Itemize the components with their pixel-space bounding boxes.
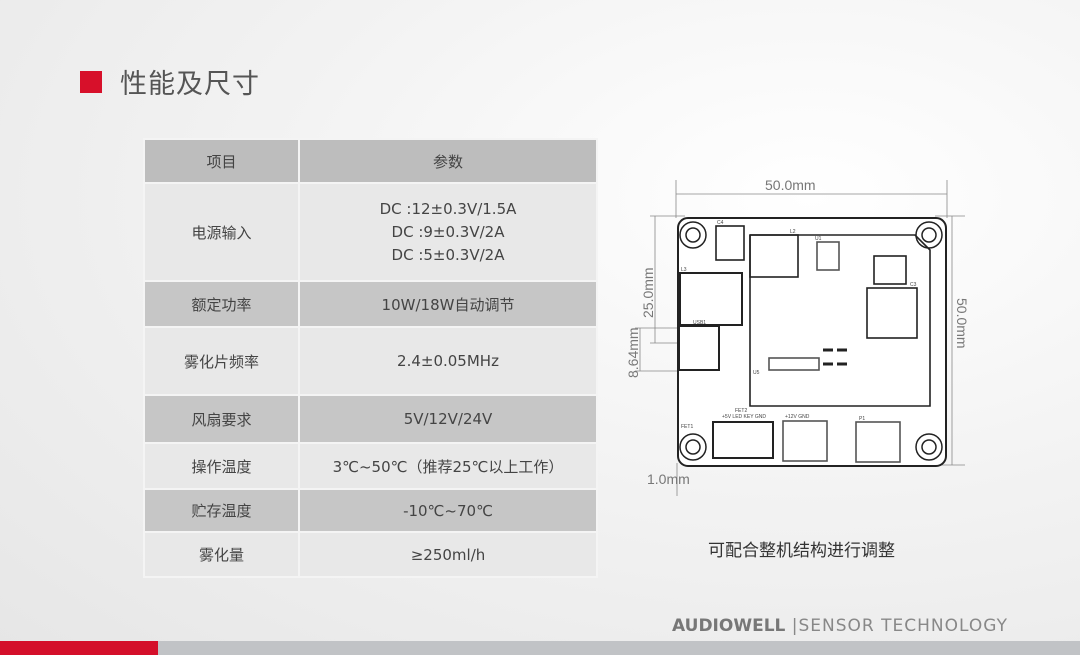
silk-c4: C4 <box>717 220 724 226</box>
value-line: DC :5±0.3V/2A <box>391 245 505 264</box>
silk-fan: +12V GND <box>785 414 810 420</box>
dim-height-label: 50.0mm <box>954 298 970 349</box>
spec-table: 项目 参数 电源输入 DC :12±0.3V/1.5A DC :9±0.3V/2… <box>143 138 598 578</box>
table-row: 雾化量 ≥250ml/h <box>143 531 598 578</box>
slide-title: 性能及尺寸 <box>120 69 260 100</box>
silk-fet1: FET1 <box>681 424 693 430</box>
red-square-bullet-icon <box>80 70 102 93</box>
brand-separator: | <box>791 616 799 636</box>
footer-bar-grey <box>158 641 1080 655</box>
table-row: 电源输入 DC :12±0.3V/1.5A DC :9±0.3V/2A DC :… <box>143 182 598 282</box>
silk-l2: L2 <box>790 229 796 235</box>
silk-u1: U1 <box>815 236 822 242</box>
row-label: 雾化量 <box>143 531 300 578</box>
row-label: 电源输入 <box>143 182 300 282</box>
row-label: 贮存温度 <box>143 488 300 533</box>
silk-l3: L3 <box>681 267 687 273</box>
value-line: DC :12±0.3V/1.5A <box>379 199 517 218</box>
row-value: 3℃~50℃（推荐25℃以上工作） <box>298 442 598 490</box>
dim-edge-label: 1.0mm <box>647 471 690 487</box>
row-label: 额定功率 <box>143 280 300 328</box>
pcb-dimension-drawing: 50.0mm 50.0mm 25.0mm 8.64mm 1.0mm C4 L2 … <box>625 178 970 496</box>
drawing-caption: 可配合整机结构进行调整 <box>708 541 895 561</box>
footer-bar-red <box>0 641 158 655</box>
row-value: 5V/12V/24V <box>298 394 598 444</box>
row-label: 操作温度 <box>143 442 300 490</box>
dim-offset-label: 25.0mm <box>640 267 656 318</box>
header-item: 项目 <box>143 138 300 184</box>
dim-width-label: 50.0mm <box>765 178 816 193</box>
row-value: -10℃~70℃ <box>298 488 598 533</box>
dim-connector-label: 8.64mm <box>625 327 641 378</box>
row-value: DC :12±0.3V/1.5A DC :9±0.3V/2A DC :5±0.3… <box>298 182 598 282</box>
value-line: DC :9±0.3V/2A <box>391 222 505 241</box>
brand-tagline: SENSOR TECHNOLOGY <box>798 616 1008 636</box>
row-value: ≥250ml/h <box>298 531 598 578</box>
brand-name: AUDIOWELL <box>672 616 786 636</box>
table-row: 贮存温度 -10℃~70℃ <box>143 488 598 533</box>
silk-u5: U5 <box>753 370 760 376</box>
slide-header: 性能及尺寸 <box>80 62 260 101</box>
row-value: 10W/18W自动调节 <box>298 280 598 328</box>
table-row: 风扇要求 5V/12V/24V <box>143 394 598 444</box>
silk-c3: C3 <box>910 282 917 288</box>
silk-fet2: FET2 <box>735 408 747 414</box>
row-value: 2.4±0.05MHz <box>298 326 598 396</box>
silk-p1: P1 <box>859 416 865 422</box>
silk-usb: USB1 <box>693 320 706 326</box>
table-row: 操作温度 3℃~50℃（推荐25℃以上工作） <box>143 442 598 490</box>
mounting-holes <box>679 221 943 461</box>
silk-conn: +5V LED KEY GND <box>722 414 766 420</box>
header-params: 参数 <box>298 138 598 184</box>
row-label: 雾化片频率 <box>143 326 300 396</box>
table-row: 雾化片频率 2.4±0.05MHz <box>143 326 598 396</box>
brand-logo: AUDIOWELL |SENSOR TECHNOLOGY <box>672 616 1008 636</box>
row-label: 风扇要求 <box>143 394 300 444</box>
table-header-row: 项目 参数 <box>143 138 598 184</box>
table-row: 额定功率 10W/18W自动调节 <box>143 280 598 328</box>
